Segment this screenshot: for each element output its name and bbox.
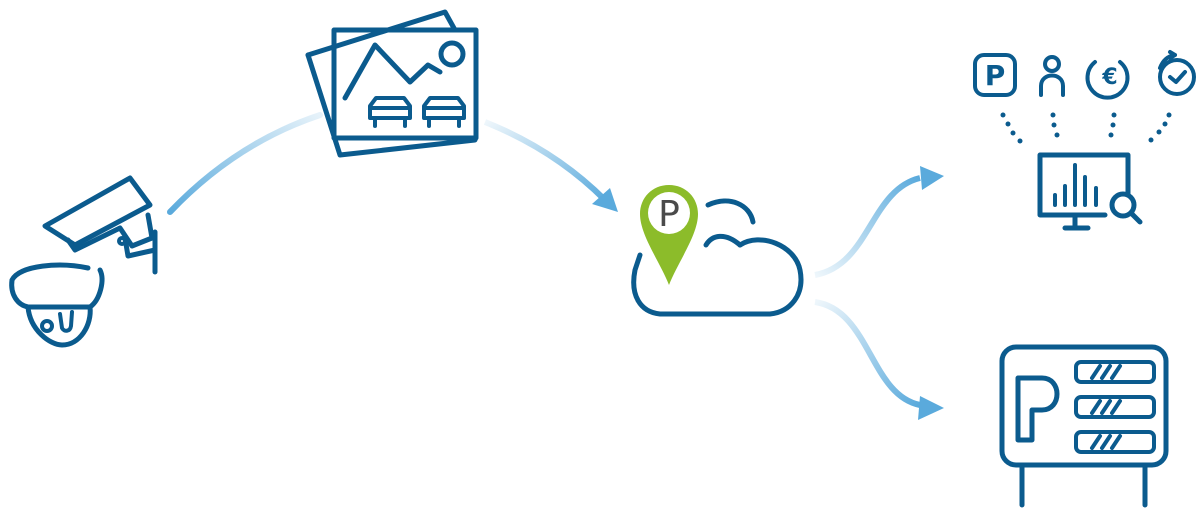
photo-stack-with-cars-icon: [305, 9, 479, 158]
monitor-analytics-icon: P €: [973, 50, 1196, 231]
flow-arrow-cameras-to-images: [167, 112, 323, 215]
parking-glyph: P: [985, 59, 1006, 92]
flow-arrow-images-to-cloud: [483, 119, 618, 212]
security-cameras-icon: [9, 175, 158, 348]
parking-icon: P: [973, 53, 1017, 97]
parking-guidance-sign-icon: [999, 344, 1169, 508]
euro-icon: €: [1085, 60, 1130, 100]
flow-arrow-cloud-to-analytics: [814, 166, 944, 278]
car-icon: [368, 96, 412, 128]
euro-glyph: €: [1101, 65, 1117, 90]
dotted-connectors: [1000, 112, 1172, 144]
flow-arrow-cloud-to-sign: [814, 299, 944, 420]
cloud-with-parking-pin-icon: P: [631, 185, 804, 317]
clock-icon: [1158, 50, 1196, 96]
pin-letter: P: [658, 194, 680, 235]
car-icon: [422, 96, 466, 128]
person-icon: [1039, 55, 1065, 97]
